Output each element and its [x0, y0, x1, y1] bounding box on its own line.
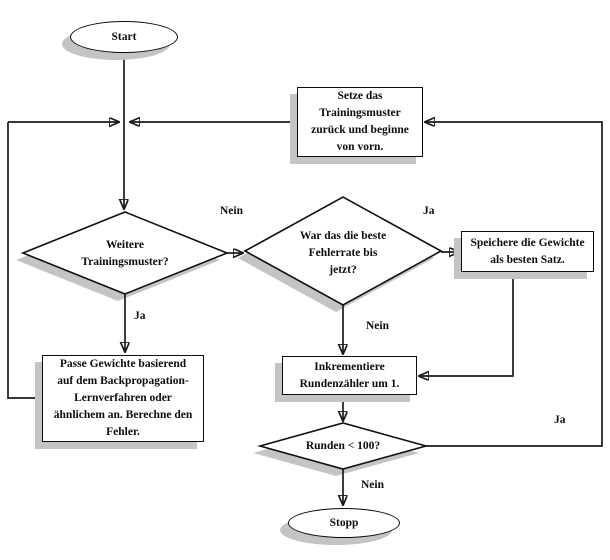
node-increment-round-label: Inkrementiere Rundenzähler um 1.: [299, 360, 400, 390]
edge-round-check-ja-loop: [426, 122, 603, 447]
node-increment-round: Inkrementiere Rundenzähler um 1.: [282, 356, 417, 395]
decision-best-error: [243, 196, 443, 306]
edge-label-round-check-ja: Ja: [554, 414, 566, 426]
edge-save-to-increment: [420, 272, 514, 376]
decision-round-check: [257, 422, 429, 470]
node-adjust-weights: Passe Gewichte basierend auf dem Backpro…: [42, 355, 204, 442]
edge-adjust-feedback-up: [7, 122, 42, 399]
node-start: Start: [70, 21, 178, 53]
node-save-weights: Speichere die Gewichte als besten Satz.: [461, 231, 594, 272]
edge-label-more-patterns-nein: Nein: [220, 205, 243, 217]
node-reset-training-pattern: Setze das Trainingsmuster zurück und beg…: [297, 87, 423, 157]
node-start-label: Start: [111, 30, 137, 43]
decision-more-patterns: [20, 211, 230, 295]
node-save-weights-label: Speichere die Gewichte als besten Satz.: [470, 236, 585, 266]
edge-label-best-error-ja: Ja: [423, 205, 435, 217]
node-stopp-label: Stopp: [329, 516, 359, 529]
node-adjust-weights-label: Passe Gewichte basierend auf dem Backpro…: [53, 358, 193, 438]
edge-label-more-patterns-ja: Ja: [134, 310, 146, 322]
edge-label-round-check-nein: Nein: [361, 479, 384, 491]
node-stopp: Stopp: [288, 508, 400, 538]
node-reset-label: Setze das Trainingsmuster zurück und beg…: [311, 90, 409, 153]
edge-label-best-error-nein: Nein: [366, 320, 389, 332]
